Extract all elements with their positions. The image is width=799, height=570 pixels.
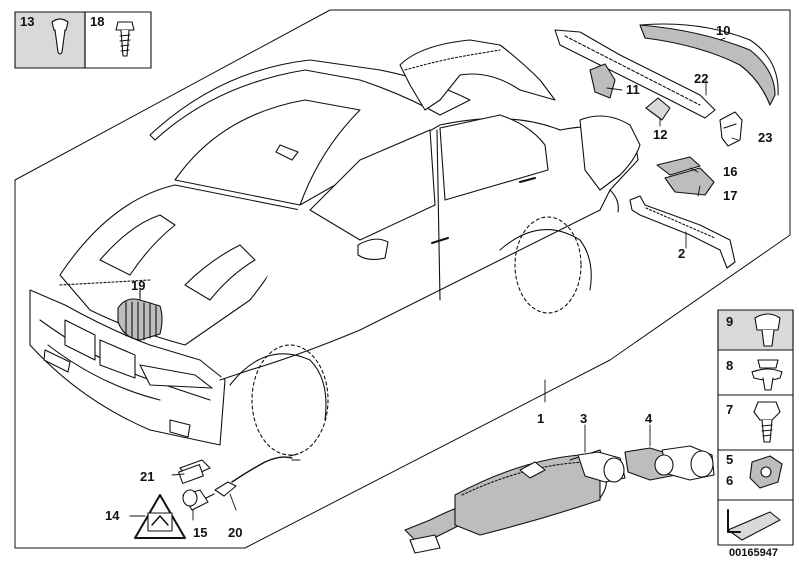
part-4-tailpipe-pair — [624, 445, 715, 481]
nut-icon-5-6 — [749, 455, 783, 489]
callout-13: 13 — [20, 14, 35, 29]
part-15-plug — [182, 489, 209, 511]
part-23-bracket — [719, 111, 743, 147]
leader-lines — [129, 37, 739, 521]
callout-8: 8 — [726, 358, 734, 373]
callout-4: 4 — [645, 411, 653, 426]
callout-7: 7 — [726, 402, 734, 417]
part-11-spoiler — [399, 39, 556, 111]
callout-10: 10 — [716, 23, 731, 38]
callout-14: 14 — [105, 508, 120, 523]
callout-6: 6 — [726, 473, 734, 488]
callout-15: 15 — [193, 525, 208, 540]
callout-3: 3 — [580, 411, 588, 426]
arrow-symbol-icon — [727, 509, 781, 541]
callout-22: 22 — [694, 71, 709, 86]
document-reference: 00165947 — [729, 547, 778, 559]
rear-bumper — [579, 115, 641, 191]
callout-16: 16 — [723, 164, 738, 179]
part-12-trim-piece — [645, 97, 671, 121]
screw-icon-7 — [753, 401, 781, 443]
part-1-exhaust-system — [404, 449, 608, 554]
callout-2: 2 — [678, 246, 686, 261]
part-14-warning-label — [134, 494, 186, 539]
panel-right-fasteners — [717, 309, 794, 546]
vehicle-body — [29, 59, 639, 456]
panel-13-18 — [14, 11, 152, 69]
callout-12: 12 — [653, 127, 668, 142]
callout-20: 20 — [228, 525, 243, 540]
clip-icon-13 — [51, 18, 69, 55]
part-20-cable-sensor — [205, 453, 301, 499]
callout-5: 5 — [726, 452, 734, 467]
part-3-tailpipe — [577, 451, 626, 483]
callout-19: 19 — [131, 278, 146, 293]
part-2-rear-bumper-bracket — [629, 195, 736, 269]
callout-1: 1 — [537, 411, 545, 426]
callout-9: 9 — [726, 314, 734, 329]
screw-icon-18 — [115, 21, 135, 57]
part-22-rear-trim — [554, 29, 716, 119]
clip-icon-8 — [751, 359, 783, 391]
part-21-sensor — [178, 459, 211, 484]
part-16-17-trim — [656, 156, 715, 196]
callout-17: 17 — [723, 188, 738, 203]
frame-outline — [14, 9, 791, 549]
callout-11: 11 — [626, 82, 640, 97]
part-19-grille — [117, 289, 163, 341]
callout-21: 21 — [140, 469, 155, 484]
clip-icon-9 — [754, 313, 781, 347]
part-10-spoiler-lip — [639, 23, 779, 106]
callout-23: 23 — [758, 130, 773, 145]
callout-18: 18 — [90, 14, 105, 29]
